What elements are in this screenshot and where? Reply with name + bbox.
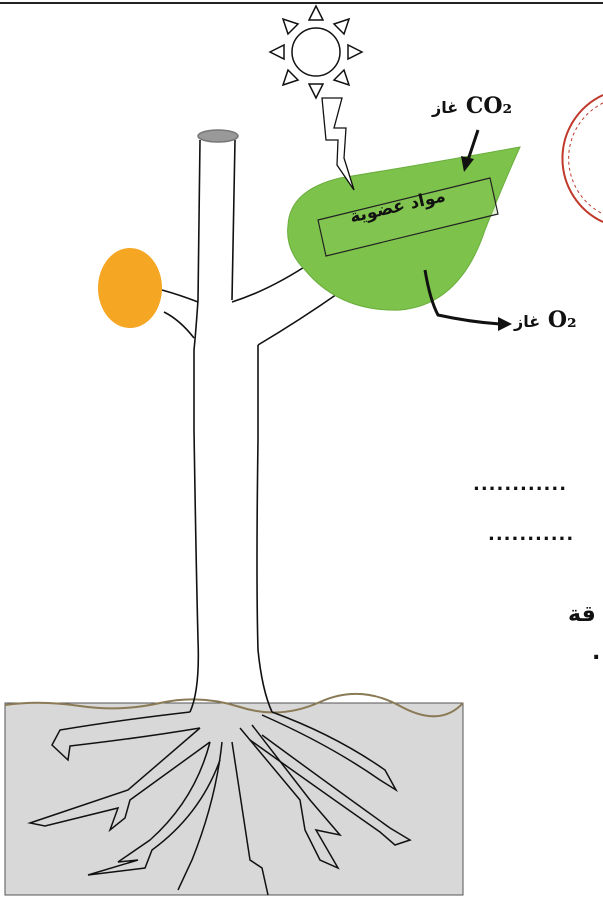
- co2-arrow: [461, 129, 480, 172]
- tree-trunk: [161, 129, 341, 713]
- fruit: [98, 248, 162, 328]
- o2-arrow: [423, 269, 512, 331]
- roots: [27, 711, 412, 896]
- answer-line-2[interactable]: ...........: [488, 524, 575, 545]
- o2-gas-word: غاز: [514, 312, 541, 331]
- answer-line-1[interactable]: ............: [473, 474, 568, 495]
- sun-icon: [268, 4, 364, 100]
- co2-formula: CO₂: [465, 93, 513, 119]
- organic-matter-box: [317, 177, 499, 257]
- soil: [4, 693, 464, 896]
- o2-formula: O₂: [547, 307, 577, 333]
- o2-label: O₂ غاز: [514, 307, 577, 333]
- leaf: [287, 146, 521, 311]
- partial-text-2: .: [592, 640, 601, 665]
- co2-gas-word: غاز: [432, 98, 459, 117]
- co2-label: CO₂ غاز: [432, 93, 512, 119]
- lightning-icon: [321, 97, 355, 191]
- partial-text-1: قة: [568, 602, 596, 627]
- stamp-seal: [561, 94, 603, 223]
